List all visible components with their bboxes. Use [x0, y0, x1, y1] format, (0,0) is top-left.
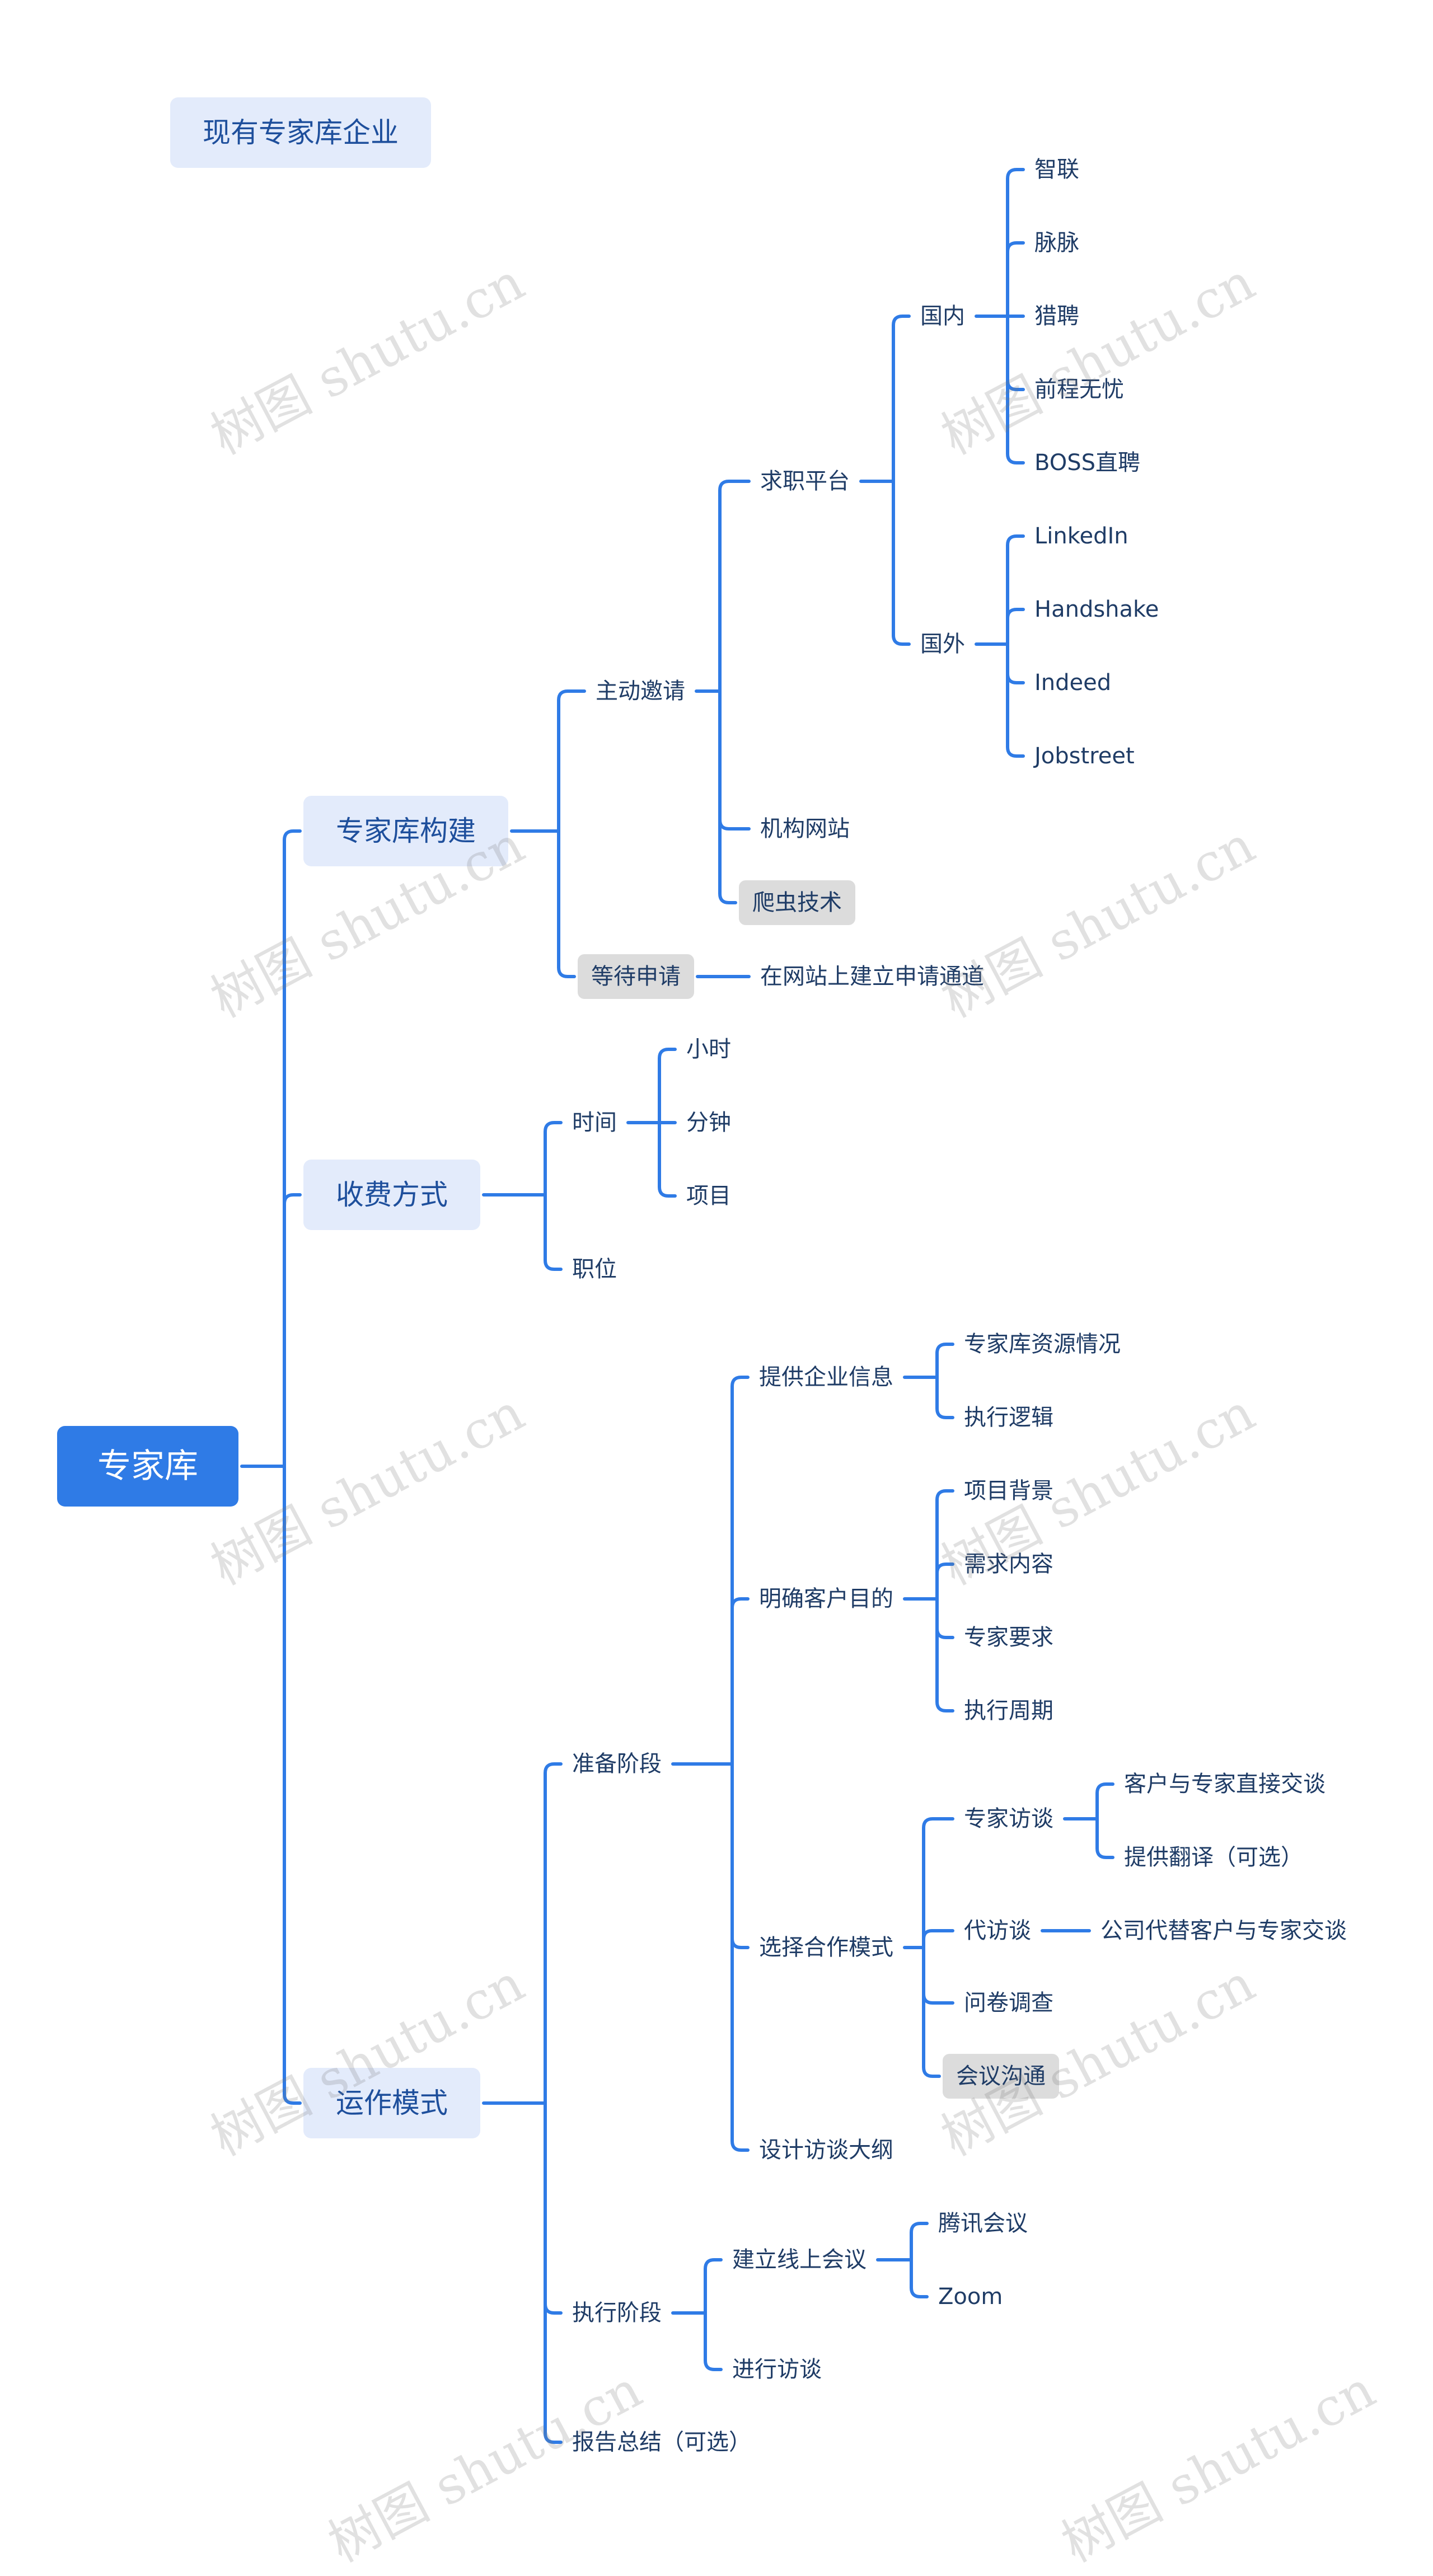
connector-online: [876, 2222, 929, 2298]
node-prep[interactable]: 准备阶段: [572, 1751, 662, 1777]
node-liepin[interactable]: 猎聘: [1034, 303, 1079, 329]
node-minute[interactable]: 分钟: [686, 1110, 731, 1135]
node-maimai[interactable]: 脉脉: [1034, 230, 1079, 256]
mindmap-canvas: 现有专家库企业 专家库 专家库构建 主动邀请 求职平台 国内 智联脉脉猎聘前程无忧 BOSS…: [57, 97, 1384, 2574]
connector-invite: [695, 480, 751, 904]
node-direct[interactable]: 客户与专家直接交谈: [1124, 1771, 1326, 1797]
node-handshake[interactable]: Handshake: [1034, 597, 1159, 622]
node-channel[interactable]: 在网站上建立申请通道: [760, 964, 984, 989]
node-root[interactable]: 专家库: [57, 1426, 238, 1507]
node-linkedin[interactable]: LinkedIn: [1034, 523, 1128, 549]
node-proxy[interactable]: 代访谈: [964, 1918, 1031, 1944]
connector-jobsite: [859, 315, 911, 646]
connector-interview: [1063, 1782, 1114, 1859]
node-jobsite[interactable]: 求职平台: [760, 468, 850, 494]
connector-prep: [671, 1376, 750, 2152]
node-project[interactable]: 项目: [686, 1183, 731, 1209]
node-boss[interactable]: BOSS直聘: [1034, 450, 1141, 476]
node-exec[interactable]: 执行阶段: [572, 2300, 662, 2326]
node-mode[interactable]: 选择合作模式: [759, 1935, 893, 1960]
connector-ops: [482, 1762, 563, 2444]
node-ops[interactable]: 运作模式: [303, 2068, 480, 2138]
node-51job[interactable]: 前程无忧: [1034, 377, 1124, 402]
node-overseas[interactable]: 国外: [920, 631, 965, 657]
node-report[interactable]: 报告总结（可选）: [572, 2429, 751, 2455]
node-indeed[interactable]: Indeed: [1034, 670, 1112, 696]
node-zoom[interactable]: Zoom: [938, 2284, 1003, 2310]
node-jobstreet[interactable]: Jobstreet: [1034, 743, 1135, 769]
node-hour[interactable]: 小时: [686, 1036, 731, 1062]
connector-goal: [903, 1489, 954, 1712]
node-fee[interactable]: 收费方式: [303, 1160, 480, 1230]
node-interview[interactable]: 专家访谈: [964, 1806, 1053, 1832]
connector-build: [510, 689, 586, 978]
node-time[interactable]: 时间: [572, 1110, 617, 1135]
node-orgsite[interactable]: 机构网站: [760, 816, 850, 842]
node-zhilian[interactable]: 智联: [1034, 157, 1079, 182]
node-outline[interactable]: 设计访谈大纲: [759, 2137, 893, 2163]
node-wait[interactable]: 等待申请: [578, 954, 694, 999]
node-survey[interactable]: 问卷调查: [964, 1990, 1053, 2016]
connector-info: [903, 1343, 954, 1419]
connector-lines: [240, 168, 1114, 2444]
node-logic[interactable]: 执行逻辑: [964, 1405, 1053, 1430]
node-position[interactable]: 职位: [572, 1256, 617, 1282]
header-note[interactable]: 现有专家库企业: [170, 97, 431, 168]
node-invite[interactable]: 主动邀请: [596, 678, 685, 704]
node-bg[interactable]: 项目背景: [964, 1478, 1053, 1504]
node-build[interactable]: 专家库构建: [303, 796, 508, 866]
node-info[interactable]: 提供企业信息: [759, 1364, 893, 1390]
node-crawler[interactable]: 爬虫技术: [739, 880, 855, 925]
node-goal[interactable]: 明确客户目的: [759, 1586, 893, 1612]
node-res[interactable]: 专家库资源情况: [964, 1331, 1121, 1357]
connector-time: [626, 1048, 677, 1198]
node-domestic[interactable]: 国内: [920, 303, 965, 329]
node-cycle[interactable]: 执行周期: [964, 1698, 1053, 1724]
connector-overseas: [975, 534, 1025, 758]
connector-mode: [903, 1817, 954, 2078]
node-online[interactable]: 建立线上会议: [732, 2247, 867, 2273]
node-translate[interactable]: 提供翻译（可选）: [1124, 1845, 1303, 1870]
node-proxytalk[interactable]: 公司代替客户与专家交谈: [1100, 1918, 1347, 1944]
connector-fee: [482, 1121, 563, 1271]
connector-root: [240, 829, 302, 2105]
node-conduct[interactable]: 进行访谈: [732, 2357, 822, 2382]
connector-exec: [671, 2258, 723, 2371]
node-need[interactable]: 需求内容: [964, 1551, 1053, 1577]
node-expreq[interactable]: 专家要求: [964, 1625, 1053, 1650]
connector-domestic: [975, 168, 1025, 464]
node-tencent[interactable]: 腾讯会议: [938, 2211, 1028, 2236]
node-meeting[interactable]: 会议沟通: [943, 2054, 1059, 2099]
